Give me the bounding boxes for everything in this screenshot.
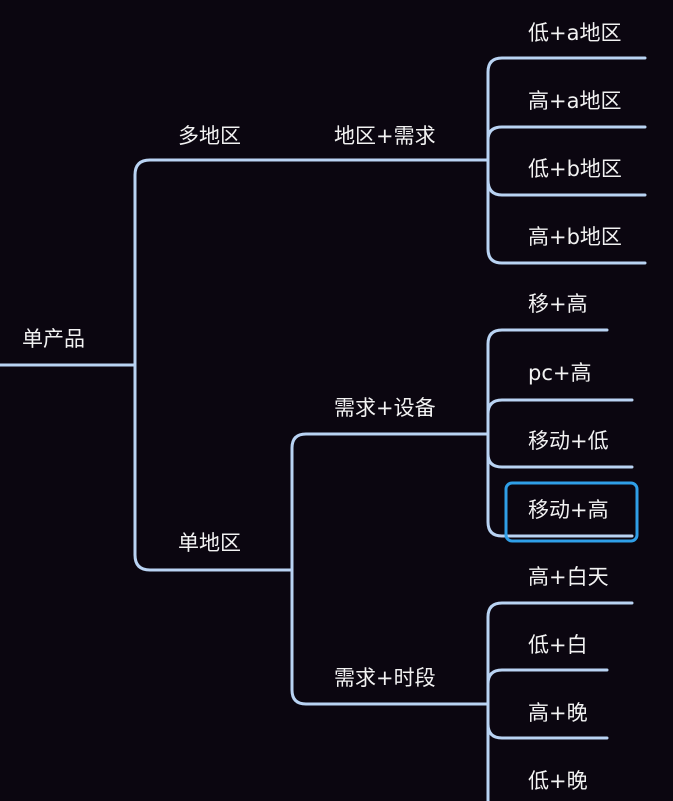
root-node[interactable]: 单产品 — [22, 327, 85, 351]
level1-bracket-lower — [133, 363, 294, 572]
device-leaves-bracket — [486, 328, 634, 538]
leaf-node[interactable]: 低+b地区 — [528, 157, 622, 181]
node-region-demand[interactable]: 地区+需求 — [334, 124, 436, 148]
leaf-node[interactable]: 低+a地区 — [528, 21, 622, 45]
time-leaves-bracket — [486, 601, 634, 801]
multi-region-leaves-bracket — [486, 56, 647, 265]
level1-bracket — [133, 158, 262, 367]
selected-leaf-highlight — [504, 481, 639, 543]
leaf-node[interactable]: 高+b地区 — [528, 225, 622, 249]
leaf-node[interactable]: 高+白天 — [528, 565, 609, 589]
leaf-node-selected[interactable]: 移动+高 — [528, 498, 609, 522]
leaf-node[interactable]: pc+高 — [528, 361, 592, 385]
leaf-node[interactable]: 高+a地区 — [528, 89, 622, 113]
leaf-node[interactable]: 高+晚 — [528, 701, 588, 725]
node-demand-time[interactable]: 需求+时段 — [334, 666, 436, 690]
single-region-bracket — [290, 432, 490, 706]
node-single-region[interactable]: 单地区 — [178, 531, 241, 555]
leaf-node[interactable]: 移动+低 — [528, 429, 609, 453]
leaf-node[interactable]: 低+白 — [528, 633, 588, 657]
node-multi-region[interactable]: 多地区 — [178, 124, 241, 148]
leaf-node[interactable]: 低+晚 — [528, 769, 588, 793]
leaf-node[interactable]: 移+高 — [528, 292, 588, 316]
node-demand-device[interactable]: 需求+设备 — [334, 396, 436, 420]
